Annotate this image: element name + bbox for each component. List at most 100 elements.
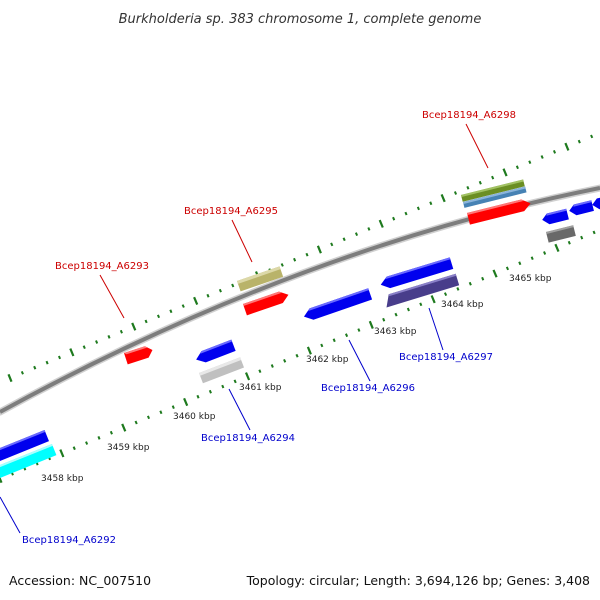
gene-feature[interactable] [467,198,532,225]
major-tick [430,295,436,304]
minor-tick [552,150,557,154]
genome-summary-text: Topology: circular; Length: 3,694,126 bp… [246,573,590,588]
major-tick [7,373,13,383]
major-tick [59,449,65,458]
minor-tick [518,261,522,266]
minor-tick [344,333,349,338]
minor-tick [208,389,212,394]
minor-tick [305,252,309,257]
minor-tick [456,287,460,291]
major-tick [121,423,127,432]
minor-tick [233,379,237,384]
gene-label[interactable]: Bcep18194_A6293 [55,261,149,272]
gene-feature[interactable] [568,200,594,216]
gene-label[interactable]: Bcep18194_A6298 [422,110,516,121]
minor-tick [530,256,534,260]
minor-tick [57,355,62,360]
minor-tick [443,292,448,296]
tick-labels: 3458 kbp 3459 kbp 3460 kbp 3461 kbp 3462… [41,274,552,484]
minor-tick [342,237,346,242]
minor-tick [515,165,519,170]
tick-label: 3462 kbp [306,355,349,365]
minor-tick [231,283,235,288]
minor-tick [45,360,49,365]
gene-feature[interactable] [461,179,525,202]
minor-tick [354,232,359,236]
minor-tick [332,338,336,343]
minor-tick [270,364,274,368]
minor-tick [134,420,138,425]
minor-tick [505,266,510,271]
gene-label[interactable]: Bcep18194_A6297 [399,352,493,363]
chromosome-backbone [0,184,600,416]
minor-tick [590,134,594,139]
gene-feature[interactable] [383,273,460,308]
minor-tick [20,371,24,375]
minor-tick [468,281,472,286]
gene-feature[interactable] [302,288,373,322]
major-tick [69,348,75,357]
gene-feature[interactable] [237,266,284,292]
minor-tick [392,216,396,221]
minor-tick [543,251,547,255]
major-tick [564,142,570,151]
minor-tick [181,304,185,308]
feature-track [0,179,600,479]
gene-label[interactable]: Bcep18194_A6295 [184,206,278,217]
major-tick [0,476,3,484]
minor-tick [119,329,123,334]
minor-tick [144,319,148,324]
minor-tick [109,430,113,435]
gene-feature[interactable] [591,195,600,211]
gene-label[interactable]: Bcep18194_A6292 [22,535,116,546]
map-title: Burkholderia sp. 383 chromosome 1, compl… [119,12,482,27]
label-leader-lines [0,123,489,534]
minor-tick [330,242,334,247]
minor-tick [258,369,262,373]
tick-label: 3461 kbp [239,383,282,393]
tick-label: 3464 kbp [441,300,484,310]
major-tick [502,168,508,177]
gene-feature[interactable] [0,430,50,462]
minor-tick [85,441,89,445]
tick-label: 3463 kbp [374,327,417,337]
major-tick [492,269,498,278]
gene-feature[interactable] [541,208,569,226]
major-tick [378,219,384,228]
gene-feature[interactable] [194,339,236,366]
gene-feature[interactable] [0,444,57,479]
minor-tick [169,309,173,314]
tick-label: 3458 kbp [41,474,84,484]
gene-feature[interactable] [243,289,290,316]
minor-tick [382,317,386,322]
gene-feature[interactable] [124,344,154,365]
minor-tick [171,405,175,409]
gene-label[interactable]: Bcep18194_A6294 [201,433,295,444]
gene-feature[interactable] [463,186,527,208]
minor-tick [419,302,423,307]
minor-tick [295,353,299,358]
major-tick [244,372,251,381]
minor-tick [33,365,37,370]
gene-feature[interactable] [379,257,454,290]
minor-tick [416,206,420,211]
gene-label[interactable]: Bcep18194_A6296 [321,383,415,394]
gene-feature[interactable] [546,225,576,243]
gene-feature[interactable] [199,357,245,384]
minor-tick [394,312,398,317]
minor-tick [320,343,324,348]
minor-tick [528,160,532,164]
minor-tick [159,410,163,415]
minor-tick [404,211,408,216]
minor-tick [156,314,161,319]
minor-tick [72,446,76,451]
minor-tick [540,155,544,159]
minor-tick [95,340,99,344]
chromosome-backbone-core [0,186,600,414]
minor-tick [367,227,371,231]
minor-tick [453,191,458,195]
minor-tick [82,345,86,350]
minor-tick [107,335,111,339]
minor-tick [577,139,581,144]
